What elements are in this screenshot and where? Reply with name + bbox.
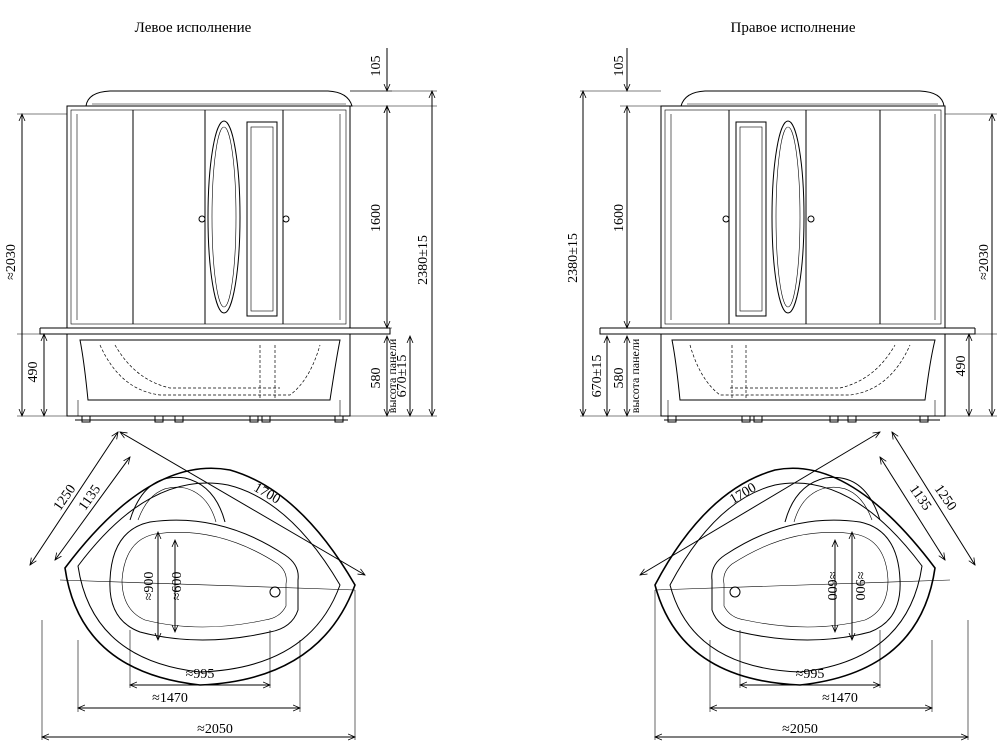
dim-2030: ≈2030 — [977, 244, 992, 280]
drain-icon — [729, 586, 741, 598]
door-handle-icon — [282, 215, 290, 223]
dim-490: 490 — [954, 356, 969, 377]
dim-1250: 1250 — [51, 482, 79, 514]
dim-995: ≈995 — [186, 667, 215, 682]
dim-105: 105 — [612, 56, 627, 77]
dim-2380: 2380±15 — [416, 235, 431, 285]
dim-panel-height-label: высота панели — [628, 338, 642, 413]
dim-2050: ≈2050 — [197, 722, 233, 737]
dim-1600: 1600 — [612, 204, 627, 232]
dim-670: 670±15 — [590, 355, 605, 398]
dim-1250: 1250 — [931, 482, 959, 514]
dim-2030: ≈2030 — [4, 244, 19, 280]
plan-view-right: 1700 1135 1250 ≈600 ≈900 ≈995 ≈1470 ≈205… — [640, 432, 975, 740]
door-handle-icon — [807, 215, 815, 223]
dim-490: 490 — [26, 362, 41, 383]
plan-view-left: 1250 1135 1700 ≈900 ≈600 ≈995 ≈1470 ≈205… — [30, 432, 365, 740]
dim-105: 105 — [369, 56, 384, 77]
dim-670: 670±15 — [395, 355, 410, 398]
front-view-left: 105 1600 2380±15 ≈2030 490 580 высота па… — [4, 48, 437, 423]
dim-1470: ≈1470 — [822, 691, 858, 706]
door-oval-right — [771, 120, 805, 314]
dim-1470: ≈1470 — [152, 691, 188, 706]
dim-1700: 1700 — [251, 480, 283, 507]
dim-1700: 1700 — [727, 480, 759, 507]
drain-icon — [269, 586, 281, 598]
dim-900: ≈900 — [852, 572, 867, 601]
front-view-right: 105 1600 2380±15 ≈2030 490 580 высота па… — [566, 48, 997, 423]
dim-2050: ≈2050 — [782, 722, 818, 737]
title-left-version: Левое исполнение — [135, 20, 252, 36]
dim-900: ≈900 — [142, 572, 157, 601]
dim-1600: 1600 — [369, 204, 384, 232]
dim-600: ≈600 — [170, 572, 185, 601]
dim-580: 580 — [369, 368, 384, 389]
door-handle-icon — [722, 215, 730, 223]
door-oval-left — [207, 120, 241, 314]
dim-panel-height-label: высота панели — [385, 338, 399, 413]
dim-995: ≈995 — [796, 667, 825, 682]
dim-580: 580 — [612, 368, 627, 389]
dim-600: ≈600 — [824, 572, 839, 601]
door-handle-icon — [198, 215, 206, 223]
title-right-version: Правое исполнение — [731, 20, 856, 36]
dim-1135: 1135 — [906, 482, 934, 513]
dim-2380: 2380±15 — [566, 233, 581, 283]
